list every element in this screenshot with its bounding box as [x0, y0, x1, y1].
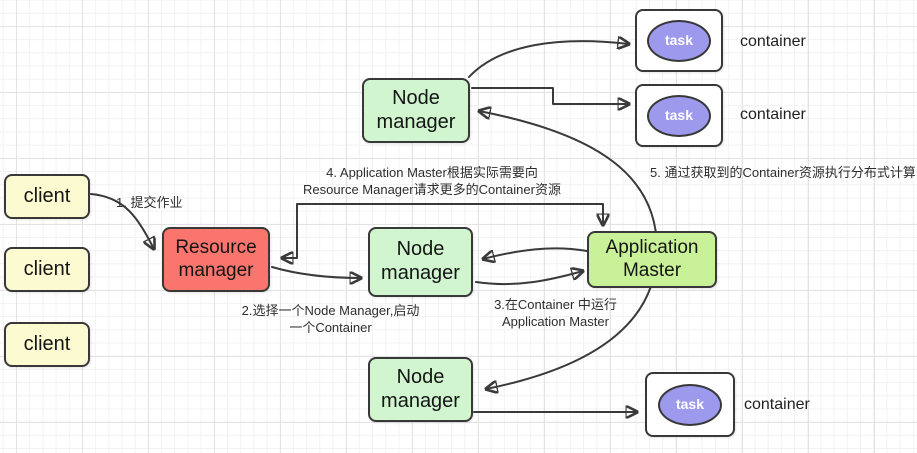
resource-manager-label: Resource manager [175, 237, 257, 281]
client-box-3: client [4, 322, 90, 367]
node-manager-bottom-box: Node manager [368, 357, 473, 422]
arrow-node-manager-to-application-master [475, 271, 583, 286]
task-label: task [664, 32, 694, 49]
node-manager-label: Node manager [376, 86, 456, 133]
container-text-1: container [740, 33, 806, 50]
resource-manager-box: Resource manager [162, 227, 270, 292]
step3-annotation: 3.在Container 中运行 Application Master [478, 296, 633, 330]
step3-line2: Application Master [502, 314, 609, 329]
container-text-3: container [744, 396, 810, 413]
arrow-resource-manager-to-node-manager [271, 266, 361, 278]
step1-annotation: 1. 提交作业 [116, 195, 183, 210]
application-master-box: Application Master [587, 231, 717, 288]
client-box-1: client [4, 174, 90, 219]
task-label: task [664, 107, 694, 124]
step4-line2: Resource Manager请求更多的Container资源 [303, 182, 561, 197]
step2-line2: 一个Container [289, 320, 372, 335]
node-manager-label: Node manager [381, 238, 460, 284]
arrow-client-to-resource-manager [90, 193, 154, 249]
client-label: client [23, 257, 71, 280]
arrow-node-manager-to-container-1 [468, 41, 629, 78]
task-ellipse: task [647, 19, 711, 62]
step2-annotation: 2.选择一个Node Manager,启动 一个Container [228, 302, 433, 336]
step3-line1: 3.在Container 中运行 [494, 297, 617, 312]
arrow-application-master-to-node-manager [483, 247, 588, 259]
node-manager-top-box: Node manager [362, 78, 470, 143]
task-label: task [675, 396, 705, 413]
node-manager-label: Node manager [381, 365, 460, 412]
task-ellipse: task [647, 94, 711, 137]
arrow-node-manager-to-container-2 [471, 87, 629, 104]
client-box-2: client [4, 247, 90, 292]
client-label: client [23, 184, 71, 207]
step4-line1: 4. Application Master根据实际需要向 [326, 165, 538, 180]
arrow-application-master-resource-manager-request [282, 203, 603, 258]
container-box-3: task [645, 372, 735, 437]
task-ellipse: task [658, 383, 722, 426]
client-label: client [23, 332, 71, 355]
step5-annotation: 5. 通过获取到的Container资源执行分布式计算 [650, 165, 916, 180]
application-master-label: Application Master [605, 237, 699, 281]
container-box-1: task [635, 9, 723, 72]
step2-line1: 2.选择一个Node Manager,启动 [241, 303, 420, 318]
container-text-2: container [740, 106, 806, 123]
container-box-2: task [635, 84, 723, 147]
step4-annotation: 4. Application Master根据实际需要向 Resource Ma… [293, 164, 571, 198]
node-manager-middle-box: Node manager [368, 227, 473, 297]
